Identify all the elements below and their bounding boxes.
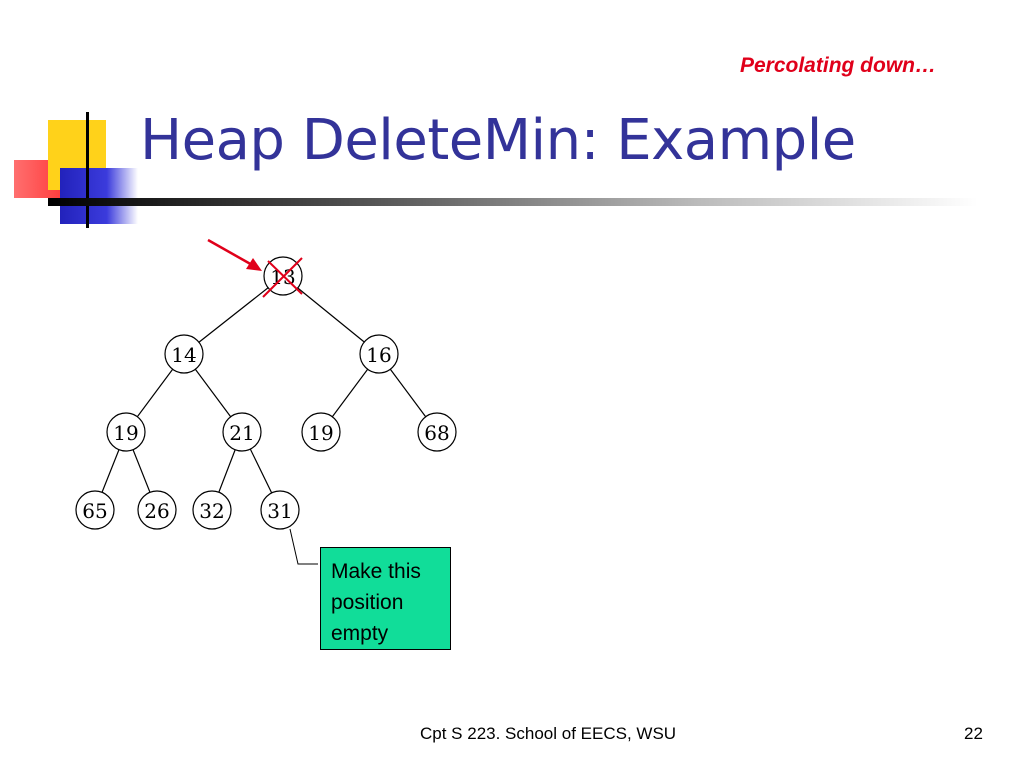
callout-box: Make this position empty (320, 547, 451, 650)
heap-node-label: 16 (366, 343, 391, 367)
heap-node-last (260, 490, 300, 530)
heap-node-label: 65 (82, 499, 107, 523)
heap-nodes (75, 256, 457, 530)
heap-edges (94, 275, 438, 511)
heap-node (137, 490, 177, 530)
heap-node (192, 490, 232, 530)
heap-node (222, 412, 262, 452)
slide-title: Heap DeleteMin: Example (140, 108, 856, 173)
heap-node (106, 412, 146, 452)
heap-node-label: 68 (424, 421, 449, 445)
heap-node (359, 334, 399, 374)
slide-subtitle: Percolating down… (739, 54, 936, 77)
callout-line: Make this (331, 560, 421, 583)
callout-line: position (331, 591, 404, 614)
heap-node (75, 490, 115, 530)
heap-node (417, 412, 457, 452)
edge-root-right (282, 275, 380, 355)
edge-root-left (183, 275, 284, 355)
heap-node-label: 19 (113, 421, 138, 445)
page-number: 22 (964, 724, 983, 743)
callout-leader-line (289, 528, 318, 565)
decoration-blue-square (60, 168, 138, 224)
heap-node-label: 19 (308, 421, 333, 445)
callout-line: empty (331, 622, 389, 645)
heap-node (301, 412, 341, 452)
title-underline (48, 198, 978, 206)
decoration-vertical-line (86, 112, 89, 228)
heap-node-label: 21 (229, 421, 254, 445)
heap-node (164, 334, 204, 374)
delete-cross-icon (262, 257, 303, 298)
heap-node-label: 14 (171, 343, 196, 367)
pointer-arrow-icon (207, 238, 262, 271)
slide-footer: Cpt S 223. School of EECS, WSU (420, 724, 677, 743)
heap-node-label: 31 (267, 499, 292, 523)
heap-node-label: 26 (144, 499, 169, 523)
heap-node-label: 32 (199, 499, 224, 523)
